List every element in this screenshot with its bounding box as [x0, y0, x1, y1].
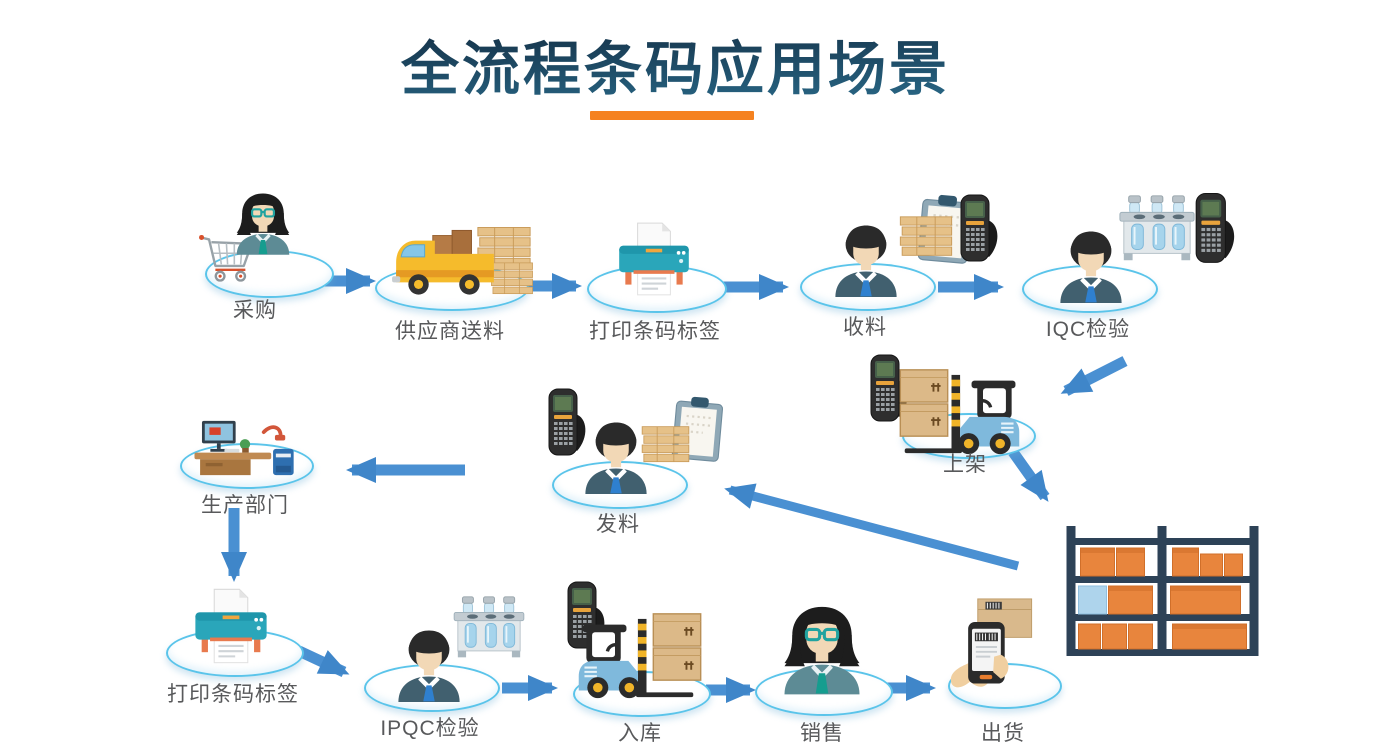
barcode-printer-icon: [187, 587, 275, 665]
node-label: 打印条码标签: [167, 683, 299, 706]
node-sales: 销售: [722, 598, 922, 745]
man-avatar-icon: [825, 223, 907, 297]
man-avatar-icon: [575, 420, 657, 494]
node-print-label-top: 打印条码标签: [555, 215, 755, 347]
node-label: 销售: [800, 722, 844, 745]
woman-avatar-icon: [228, 190, 298, 256]
node-label: IPQC检验: [380, 717, 480, 740]
node-ship: 出货: [903, 595, 1103, 745]
title-underline: [590, 111, 754, 120]
office-desk-icon: [189, 419, 301, 477]
node-supplier-delivery: 供应商送料: [350, 213, 550, 348]
delivery-truck-icon: [388, 225, 502, 299]
woman-avatar-icon: [772, 603, 872, 695]
node-label: 生产部门: [201, 494, 289, 517]
node-ipqc: IPQC检验: [320, 590, 540, 740]
node-label: 供应商送料: [395, 320, 505, 343]
node-label: 打印条码标签: [589, 320, 721, 343]
node-iqc: IQC检验: [958, 185, 1218, 341]
node-purchase: 采购: [155, 188, 355, 328]
page-title: 全流程条码应用场景: [0, 22, 1351, 106]
man-avatar-icon: [388, 628, 470, 702]
node-label: 出货: [981, 722, 1025, 745]
node-label: 入库: [618, 722, 662, 745]
node-receive: 收料: [735, 185, 995, 339]
node-label: 收料: [843, 316, 887, 339]
barcode-printer-icon: [611, 221, 697, 297]
node-issue: 发料: [498, 385, 738, 540]
node-label: IQC检验: [1045, 318, 1131, 341]
arrow-rack-to-issue: [724, 483, 1020, 571]
node-label: 发料: [596, 513, 640, 536]
node-shelve: 上架: [845, 345, 1085, 476]
man-avatar-icon: [1050, 229, 1132, 303]
node-label: 采购: [233, 299, 277, 322]
node-print-label-bottom: 打印条码标签: [133, 585, 333, 715]
node-production: 生产部门: [145, 415, 345, 530]
node-label: 上架: [943, 453, 987, 476]
cargo-boxes-icon: [897, 367, 951, 439]
cargo-boxes-icon: [650, 611, 704, 683]
hand-scanner-icon: [948, 597, 1046, 697]
handheld-scanner-icon: [1192, 189, 1240, 269]
node-inbound: 入库: [520, 575, 760, 745]
